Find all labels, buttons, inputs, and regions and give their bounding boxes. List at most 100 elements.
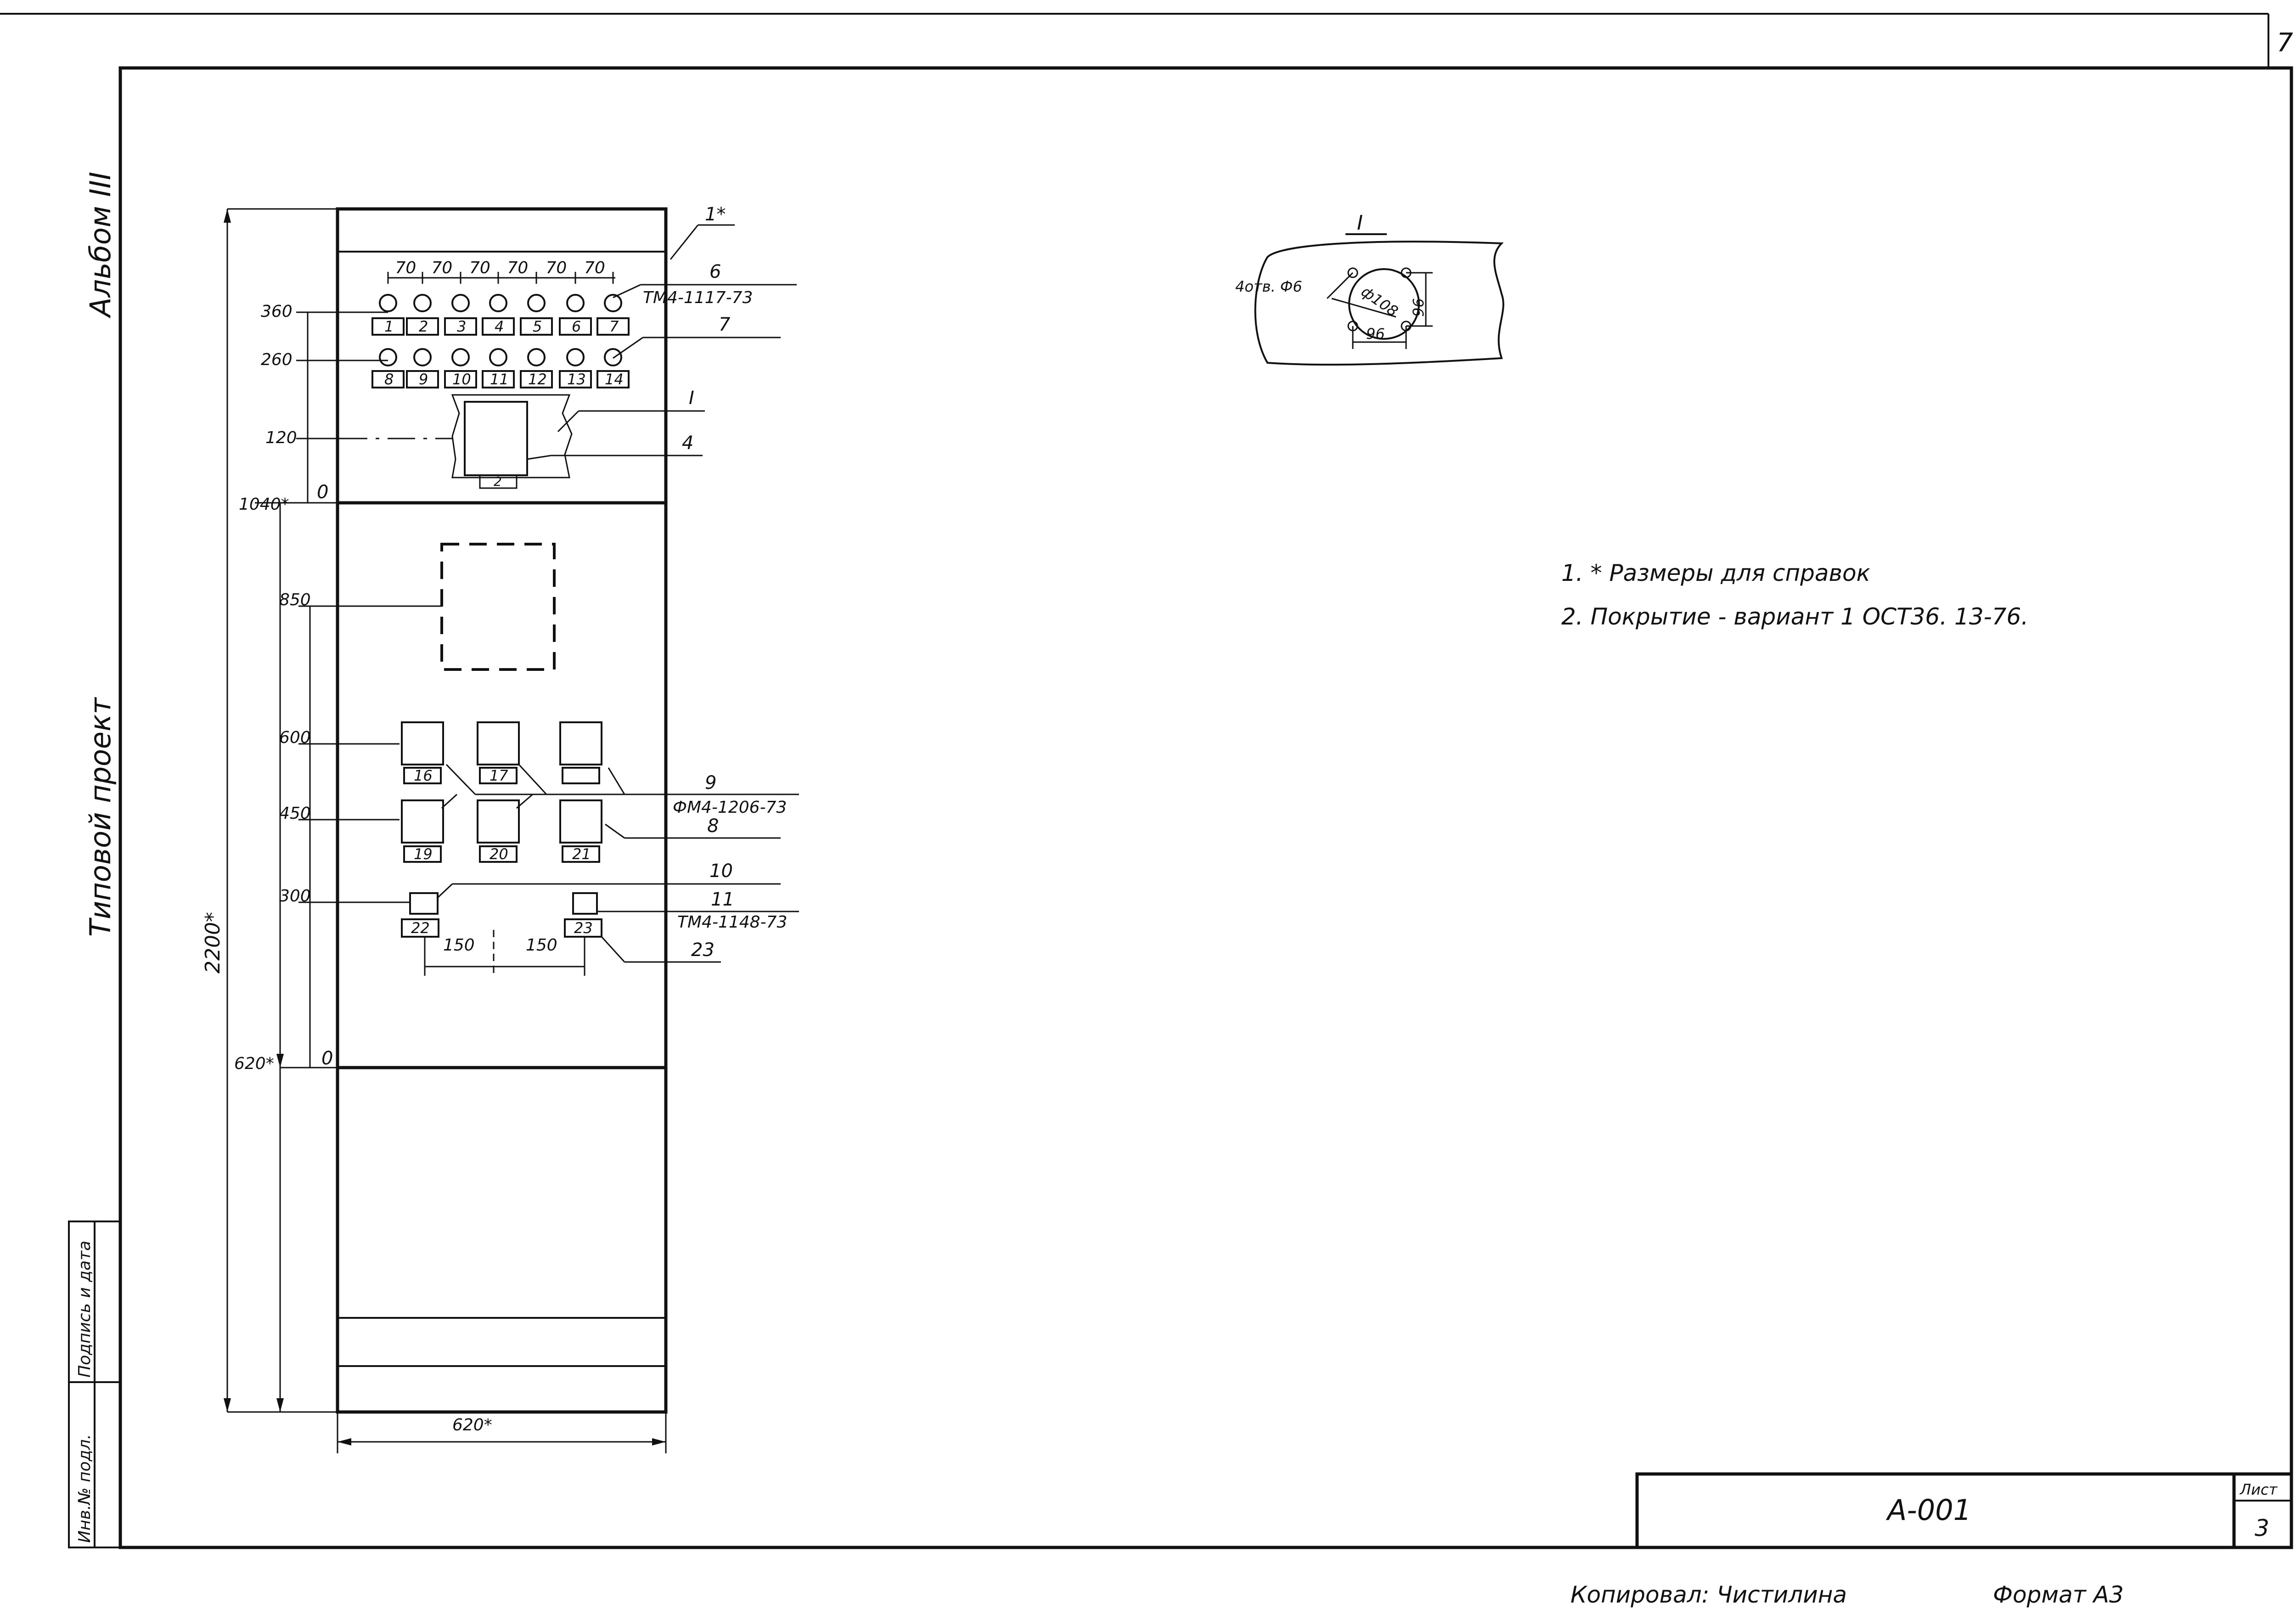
switch-23 <box>572 892 598 915</box>
meter-tag <box>562 767 600 784</box>
lamp-tag <box>482 370 515 388</box>
album-label: Альбом III <box>84 172 117 319</box>
spacing-label: 70 <box>395 259 416 277</box>
dim-1040: 1040* <box>239 495 289 514</box>
callout-9: 9 <box>705 772 716 793</box>
detail-diameter-label: ф108 <box>1358 282 1401 320</box>
width-arrow-left <box>338 1438 351 1446</box>
lamp-tag-label: 8 <box>384 371 394 388</box>
callout-6-code: ТМ4-1117-73 <box>643 288 753 307</box>
meter-tag-label: 21 <box>572 845 591 863</box>
dim-120: 120 <box>265 428 297 447</box>
callout-11: 11 <box>711 889 734 910</box>
sheet-border <box>118 66 2293 1549</box>
spacing-label: 70 <box>546 259 567 277</box>
lamp-tag <box>482 317 515 336</box>
leader-I <box>557 410 580 433</box>
arrow-2200-top <box>224 209 231 223</box>
leader-23 <box>601 936 625 963</box>
meter-tag-label: 17 <box>490 767 508 784</box>
meter-tag <box>479 767 518 784</box>
leader-8c <box>605 823 625 839</box>
dim-450: 450 <box>279 804 311 823</box>
meter-tag <box>562 845 600 863</box>
indicator-lamp <box>379 294 397 312</box>
sheet-label: Лист <box>2240 1481 2278 1498</box>
note-1: 1. * Размеры для справок <box>1561 560 1870 586</box>
window-break-outline <box>451 394 573 478</box>
switch-23-tag <box>564 918 602 938</box>
leader-1 <box>670 225 699 260</box>
lamp-tag <box>559 317 592 336</box>
arrow-2200-bottom <box>224 1398 231 1412</box>
stamp-inv-label: Инв.№ подл. <box>75 1434 94 1543</box>
callout-10: 10 <box>709 861 733 882</box>
footer-format: Формат А3 <box>1993 1581 2124 1608</box>
spacing-label: 70 <box>432 259 453 277</box>
meter <box>559 799 602 844</box>
meter-tag-label: 20 <box>490 845 508 863</box>
callout-I: I <box>689 388 694 409</box>
lamp-tag-label: 1 <box>384 318 394 335</box>
lamp-tag <box>444 370 477 388</box>
lamp-tag-label: 6 <box>572 318 581 335</box>
lamp-tag-label: 14 <box>605 371 624 388</box>
leader-10 <box>437 883 453 899</box>
lamp-tag-label: 3 <box>457 318 466 335</box>
lamp-tag-label: 4 <box>495 318 504 335</box>
leader-9a <box>445 764 476 795</box>
lamp-tag-label: 9 <box>419 371 428 388</box>
meter-tag <box>479 845 518 863</box>
sheet-number: 3 <box>2255 1515 2269 1541</box>
switch-22 <box>409 892 439 915</box>
lamp-tag <box>597 317 630 336</box>
meter <box>559 721 602 765</box>
indicator-lamp <box>527 348 546 366</box>
lamp-tag <box>371 370 405 388</box>
leader-8b <box>516 793 533 809</box>
lamp-tag-label: 11 <box>490 371 509 388</box>
width-arrow-right <box>652 1438 666 1446</box>
detail-dim-v-label: 96 <box>1410 298 1427 317</box>
leader-7 <box>613 337 643 359</box>
dim-260: 260 <box>261 350 293 369</box>
spacing-label: 70 <box>507 259 529 277</box>
lamp-tag-label: 2 <box>419 318 428 335</box>
indicator-lamp <box>566 294 585 312</box>
indicator-lamp <box>527 294 546 312</box>
lamp-tag <box>559 370 592 388</box>
footer-copied: Копировал: Чистилина <box>1570 1581 1847 1608</box>
arrow-620 <box>276 1054 284 1068</box>
meter <box>477 721 520 765</box>
arrow-1040-bottom <box>276 1398 284 1412</box>
dim-0-lower: 0 <box>321 1048 333 1069</box>
switch-22-label: 22 <box>411 919 430 937</box>
indicator-lamp <box>604 348 622 366</box>
meter-tag <box>403 767 442 784</box>
callout-4: 4 <box>682 433 693 454</box>
dim-300: 300 <box>279 887 311 906</box>
indicator-lamp <box>489 348 507 366</box>
callout-6: 6 <box>709 261 721 282</box>
detail-I: I 4отв. Ф6 ф108 96 96 <box>1235 211 1504 366</box>
leader-4 <box>527 455 551 460</box>
spacing-label: 70 <box>469 259 490 277</box>
dim-360: 360 <box>261 302 293 321</box>
lamp-tag <box>597 370 630 388</box>
lamp-tag-label: 10 <box>452 371 471 388</box>
page-corner-number: 7 <box>2277 28 2293 58</box>
meter <box>401 721 444 765</box>
dim-600: 600 <box>279 728 311 747</box>
indicator-lamp <box>566 348 585 366</box>
note-2: 2. Покрытие - вариант 1 ОСТ36. 13-76. <box>1561 603 2028 630</box>
dashed-cutout <box>440 543 556 671</box>
lamp-tag-label: 13 <box>567 371 586 388</box>
stamp-sign-label: Подпись и дата <box>75 1241 94 1378</box>
indicator-lamp <box>413 348 432 366</box>
indicator-lamp <box>379 348 397 366</box>
lamp-tag <box>520 317 553 336</box>
lamp-tag <box>520 370 553 388</box>
callout-9-code: ФМ4-1206-73 <box>673 798 787 817</box>
